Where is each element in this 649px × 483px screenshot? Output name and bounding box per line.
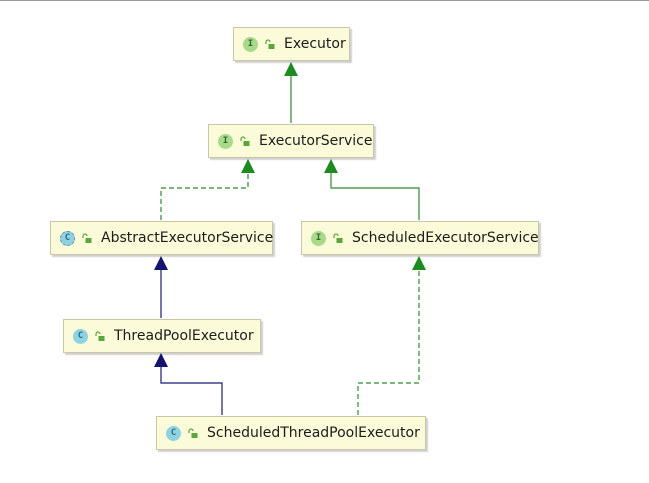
public-lock-icon [82,232,92,243]
edge-thread-pool-executor-to-abstract-executor-service [154,256,168,318]
arrowhead-icon [412,256,426,270]
public-lock-icon [95,330,105,341]
node-label: ScheduledExecutorService [352,230,539,246]
node-label: ExecutorService [259,133,373,149]
node-executor[interactable]: I Executor [233,27,350,61]
interface-icon: I [243,36,258,52]
abstract-class-icon: C [60,230,75,246]
node-label: ThreadPoolExecutor [114,328,254,344]
edge-scheduled-executor-service-to-executor-service [324,159,420,220]
node-scheduled-thread-pool-executor[interactable]: C ScheduledThreadPoolExecutor [156,416,426,450]
node-scheduled-executor-service[interactable]: I ScheduledExecutorService [301,221,539,255]
node-thread-pool-executor[interactable]: C ThreadPoolExecutor [63,319,261,353]
node-executor-service[interactable]: I ExecutorService [208,124,374,158]
interface-icon: I [218,133,233,149]
node-label: Executor [284,36,346,52]
public-lock-icon [265,38,275,49]
interface-icon: I [311,230,326,246]
edge-abstract-executor-service-to-executor-service [160,159,255,220]
node-label: ScheduledThreadPoolExecutor [207,425,420,441]
public-lock-icon [188,427,198,438]
edge-scheduled-thread-pool-executor-to-thread-pool-executor [154,353,223,415]
arrowhead-icon [154,353,168,367]
edge-scheduled-thread-pool-executor-to-scheduled-executor-service [357,256,426,415]
arrowhead-icon [154,256,168,270]
arrowhead-icon [241,159,255,173]
edge-executor-service-to-executor [284,62,298,123]
node-label: AbstractExecutorService [101,230,274,246]
class-icon: C [73,328,88,344]
public-lock-icon [333,232,343,243]
arrowhead-icon [284,62,298,76]
arrowhead-icon [324,159,338,173]
node-abstract-executor-service[interactable]: C AbstractExecutorService [50,221,273,255]
public-lock-icon [240,135,250,146]
class-icon: C [166,425,181,441]
